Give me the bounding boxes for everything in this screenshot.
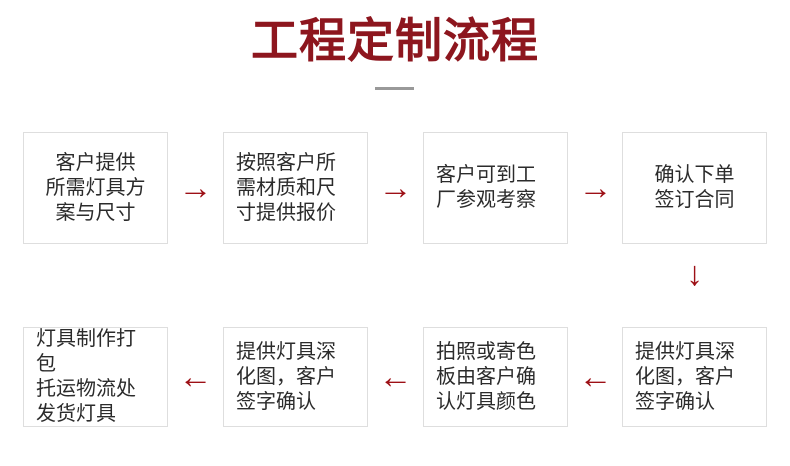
step-text-line: 签字确认 [236, 390, 316, 413]
step-text-line: 客户可到工 [436, 164, 536, 186]
flow-step-2-box: 按照客户所 需材质和尺 寸提供报价 [223, 132, 368, 244]
arrow-left-icon: ← [178, 358, 213, 396]
flow-step-3-box: 客户可到工 厂参观考察 [423, 132, 568, 244]
step-text-line: 发货灯具 [36, 403, 116, 425]
arrow-down-icon: ↓ [686, 255, 703, 293]
arrow-left-icon: ← [378, 358, 413, 396]
step-text-line: 客户提供 [55, 151, 136, 174]
step-text-line: 灯具制作打包 [36, 328, 136, 375]
step-text-line: 签订合同 [654, 189, 735, 211]
step-text-line: 厂参观考察 [436, 189, 536, 211]
flow-step-7-box: 提供灯具深 化图，客户 签字确认 [223, 327, 368, 427]
step-text-line: 确认下单 [654, 164, 735, 186]
step-text-line: 提供灯具深 [635, 340, 735, 363]
arrow-right-icon: → [178, 169, 213, 207]
step-text-line: 所需灯具方 [45, 176, 146, 199]
step-text-line: 提供灯具深 [236, 340, 336, 363]
flow-step-1-box: 客户提供 所需灯具方 案与尺寸 [23, 132, 168, 244]
arrow-right-icon: → [378, 169, 413, 207]
step-text-line: 化图，客户 [236, 365, 336, 388]
step-text-line: 签字确认 [635, 390, 715, 413]
step-text-line: 需材质和尺 [236, 176, 336, 199]
arrow-left-icon: ← [578, 358, 613, 396]
flow-step-8-box: 灯具制作打包 托运物流处 发货灯具 [23, 327, 168, 427]
step-text-line: 托运物流处 [36, 378, 136, 400]
step-text-line: 板由客户确 [436, 365, 536, 388]
step-text-line: 按照客户所 [236, 151, 336, 174]
title-divider [375, 87, 414, 90]
arrow-right-icon: → [578, 169, 613, 207]
step-text-line: 拍照或寄色 [436, 340, 536, 363]
flow-step-4-box: 确认下单 签订合同 [622, 132, 767, 244]
step-text-line: 认灯具颜色 [436, 390, 536, 413]
step-text-line: 寸提供报价 [236, 201, 336, 224]
flow-step-5-box: 提供灯具深 化图，客户 签字确认 [622, 327, 767, 427]
flow-step-6-box: 拍照或寄色 板由客户确 认灯具颜色 [423, 327, 568, 427]
step-text-line: 案与尺寸 [55, 201, 136, 224]
step-text-line: 化图，客户 [635, 365, 735, 388]
page-title: 工程定制流程 [251, 14, 539, 67]
